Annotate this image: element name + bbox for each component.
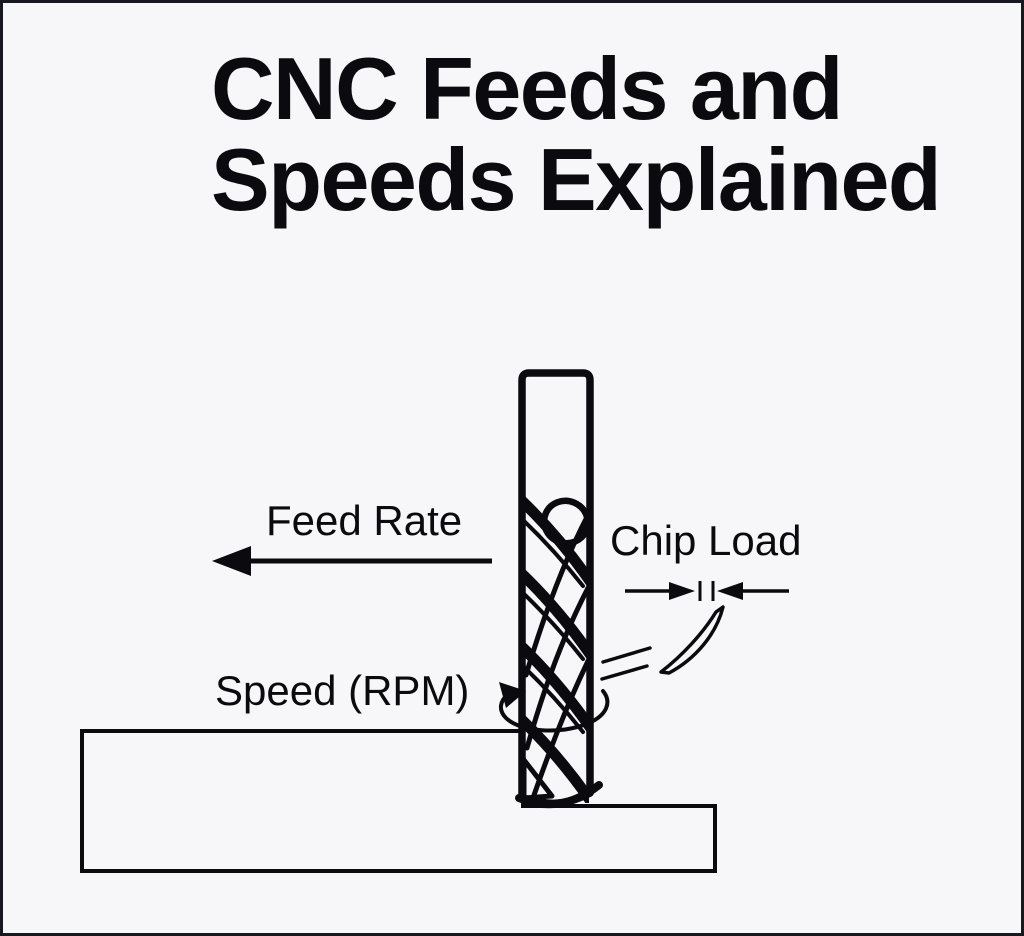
chip-sliver bbox=[659, 605, 725, 675]
chip-load-label: Chip Load bbox=[610, 517, 802, 564]
chip-load-dimension-arrows bbox=[625, 581, 789, 601]
cnc-diagram-illustration bbox=[80, 369, 789, 873]
speed-rpm-label: Speed (RPM) bbox=[215, 667, 470, 714]
page-title-line1: CNC Feeds and bbox=[211, 39, 843, 138]
page-title-line2: Speeds Explained bbox=[211, 130, 942, 229]
feed-rate-arrow-left bbox=[212, 546, 492, 576]
end-mill-tip-edge bbox=[515, 781, 603, 809]
feed-rate-label: Feed Rate bbox=[266, 497, 463, 544]
page-title: CNC Feeds and Speeds Explained bbox=[211, 43, 971, 225]
end-mill-illustration bbox=[515, 369, 603, 809]
chip-motion-lines bbox=[600, 646, 652, 681]
workpiece-step-block bbox=[80, 729, 717, 873]
spindle-rotation-arrow bbox=[499, 682, 610, 733]
